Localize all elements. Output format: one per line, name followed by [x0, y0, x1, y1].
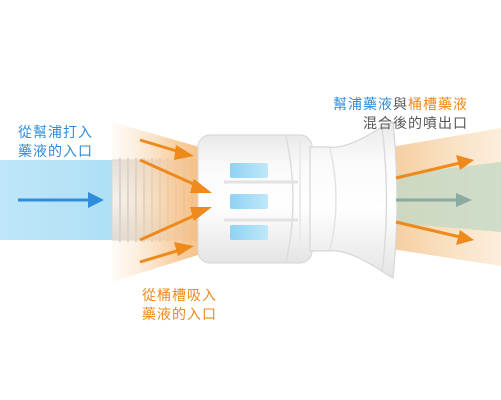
- tank-suction-cone: [112, 122, 214, 282]
- pump-inlet-label-line2: 藥液的入口: [18, 144, 93, 160]
- outlet-nozzle: [309, 121, 398, 280]
- outlet-label-line2: 混合後的噴出口: [363, 116, 468, 132]
- pump-inlet-label: 從幫浦打入 藥液的入口: [18, 124, 93, 162]
- outlet-label-joiner: 與: [393, 97, 408, 113]
- outlet-mixed-core: [385, 162, 501, 232]
- tank-inlet-label: 從桶槽吸入 藥液的入口: [142, 287, 217, 325]
- outlet-flow-arrows: [395, 155, 474, 245]
- pump-flow-arrow: [18, 192, 104, 208]
- tank-inlet-label-line1: 從桶槽吸入: [142, 288, 217, 304]
- pump-inlet-label-line1: 從幫浦打入: [18, 125, 93, 141]
- tank-flow-arrows: [139, 138, 212, 264]
- outlet-label: 幫浦藥液與桶槽藥液 混合後的噴出口: [333, 96, 468, 134]
- inner-slots: [224, 163, 298, 240]
- body-seam: [285, 135, 294, 263]
- tank-inlet-label-line2: 藥液的入口: [142, 307, 217, 323]
- outlet-label-pump-liquid: 幫浦藥液: [333, 97, 393, 113]
- outlet-label-tank-liquid: 桶槽藥液: [408, 97, 468, 113]
